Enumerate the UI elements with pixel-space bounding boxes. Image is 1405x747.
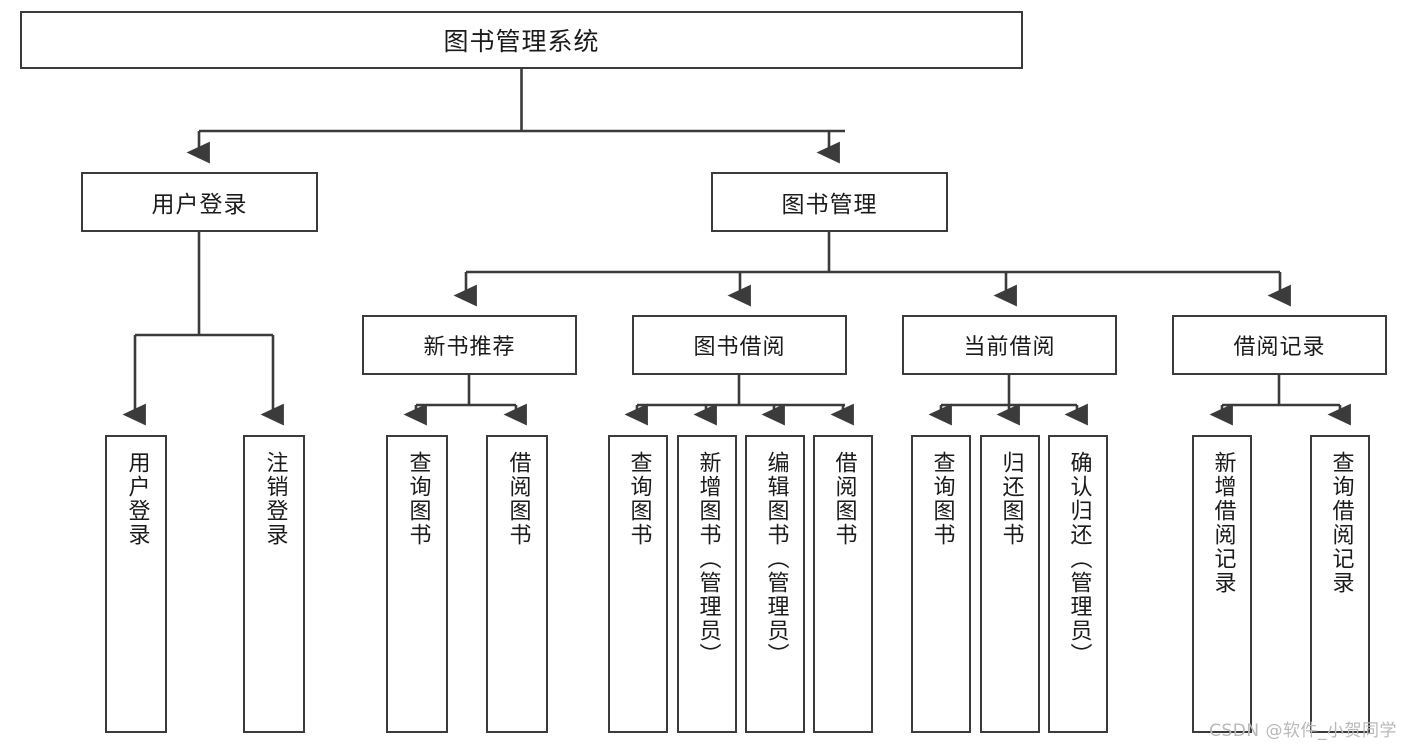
node-label: 借阅图书: [831, 451, 857, 547]
node-label: 借阅记录: [1233, 335, 1326, 360]
node-leaf-user-login[interactable]: 用户登录: [105, 435, 167, 733]
node-borrow-record[interactable]: 借阅记录: [1172, 315, 1387, 375]
node-leaf-return-book[interactable]: 归还图书: [980, 435, 1040, 733]
node-new-book-recommend[interactable]: 新书推荐: [362, 315, 577, 375]
node-leaf-borrow-book[interactable]: 借阅图书: [813, 435, 873, 733]
node-leaf-logout-login[interactable]: 注销登录: [243, 435, 305, 733]
node-label: 注销登录: [262, 451, 288, 547]
node-leaf-query-book-borrow[interactable]: 查询图书: [608, 435, 668, 733]
node-label: 查询图书: [626, 451, 652, 547]
node-label: 当前借阅: [963, 335, 1056, 360]
node-label: 查询图书: [405, 451, 431, 547]
node-label: 确认归还（管理员）: [1066, 451, 1092, 667]
node-label: 归还图书: [998, 451, 1024, 547]
node-label: 新增借阅记录: [1210, 451, 1236, 595]
node-label: 用户登录: [151, 192, 248, 218]
node-label: 新增图书（管理员）: [695, 451, 721, 667]
node-label: 新书推荐: [423, 335, 516, 360]
node-label: 编辑图书（管理员）: [763, 451, 789, 667]
node-leaf-borrow-book-recommend[interactable]: 借阅图书: [486, 435, 548, 733]
node-leaf-add-borrow-record[interactable]: 新增借阅记录: [1192, 435, 1252, 733]
node-label: 图书管理系统: [443, 27, 600, 56]
node-leaf-query-book-current[interactable]: 查询图书: [911, 435, 971, 733]
node-leaf-add-book[interactable]: 新增图书（管理员）: [677, 435, 737, 733]
node-label: 查询借阅记录: [1328, 451, 1354, 595]
node-label: 借阅图书: [505, 451, 531, 547]
node-label: 查询图书: [929, 451, 955, 547]
node-leaf-query-book-recommend[interactable]: 查询图书: [386, 435, 448, 733]
node-leaf-edit-book[interactable]: 编辑图书（管理员）: [745, 435, 805, 733]
node-current-borrow[interactable]: 当前借阅: [902, 315, 1117, 375]
node-label: 图书借阅: [693, 335, 786, 360]
node-book-management[interactable]: 图书管理: [711, 172, 948, 232]
node-book-borrow[interactable]: 图书借阅: [632, 315, 847, 375]
watermark-text: CSDN @软件_小贺同学: [1209, 721, 1397, 741]
node-leaf-confirm-return[interactable]: 确认归还（管理员）: [1048, 435, 1108, 733]
node-label: 用户登录: [124, 451, 150, 547]
node-root-system[interactable]: 图书管理系统: [20, 11, 1023, 69]
node-user-login[interactable]: 用户登录: [81, 172, 318, 232]
node-label: 图书管理: [781, 192, 878, 218]
node-leaf-query-borrow-record[interactable]: 查询借阅记录: [1310, 435, 1370, 733]
